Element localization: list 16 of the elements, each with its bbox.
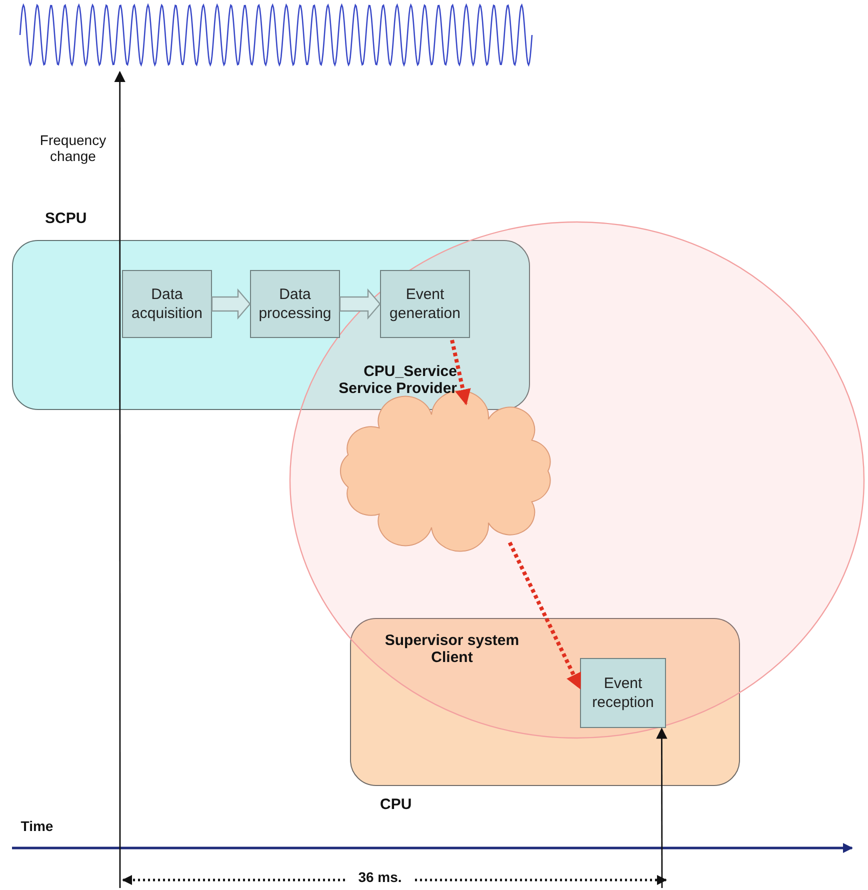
group-caption: CPU bbox=[380, 796, 412, 813]
group-caption: Supervisor system Client bbox=[384, 632, 520, 666]
process-box: Data acquisition bbox=[122, 270, 212, 338]
process-box: Data processing bbox=[250, 270, 340, 338]
axis-label: Frequency change bbox=[38, 132, 108, 164]
dotted-arrow bbox=[508, 542, 582, 690]
arrow bbox=[656, 728, 668, 888]
group-caption: CPU_Service Service Provider bbox=[338, 363, 457, 397]
axis-label: Time bbox=[20, 818, 54, 834]
block-arrow bbox=[339, 288, 381, 320]
block-arrow bbox=[211, 288, 251, 320]
arrow bbox=[114, 70, 126, 888]
dotted-arrow bbox=[450, 340, 471, 406]
process-box: Event reception bbox=[580, 658, 666, 728]
group-heading: SCPU bbox=[45, 210, 87, 227]
process-box: Event generation bbox=[380, 270, 470, 338]
